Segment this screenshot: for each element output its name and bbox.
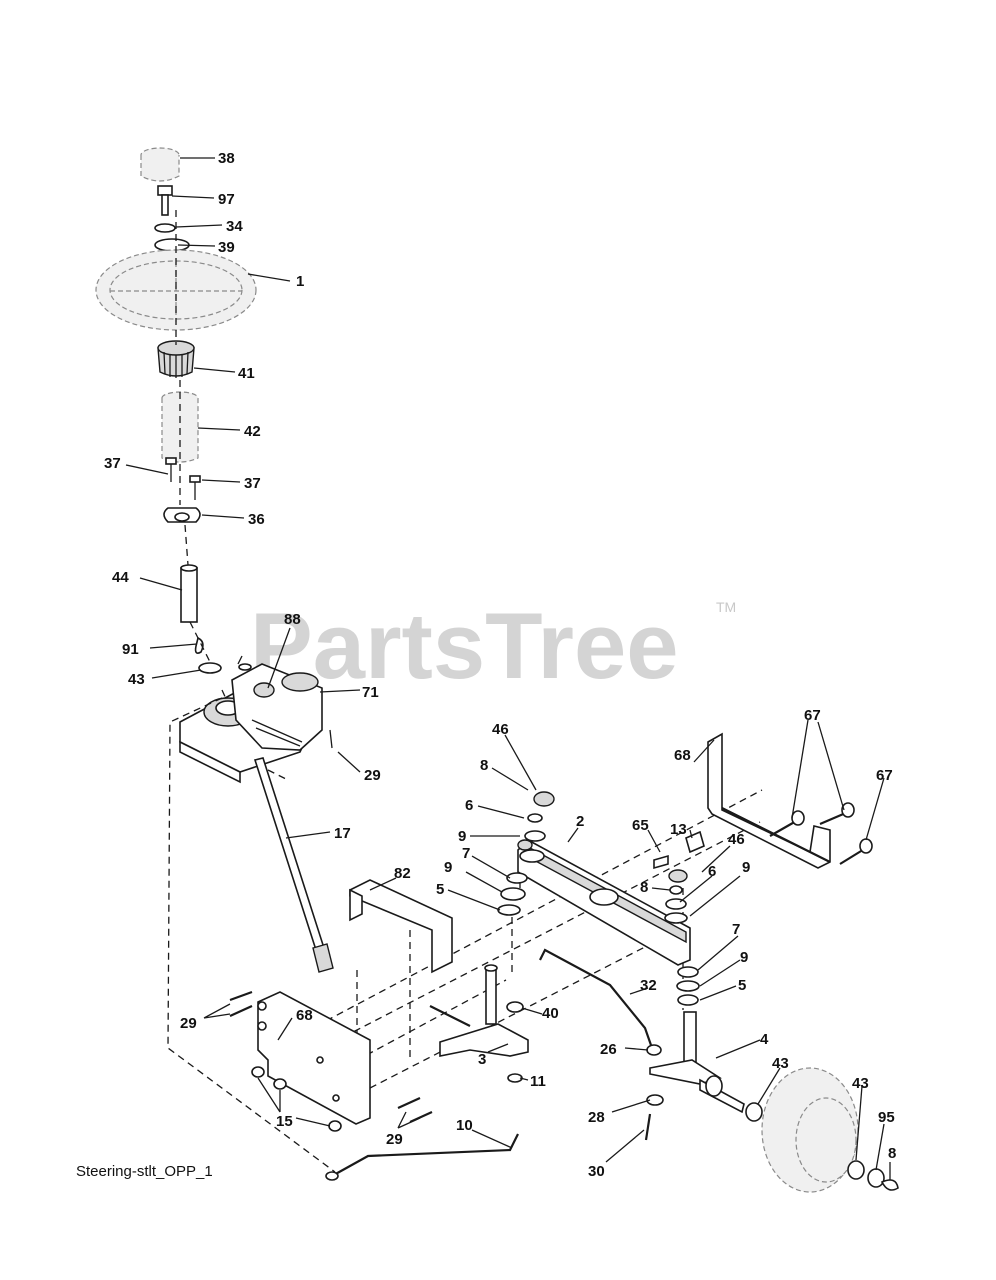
callout-67b: 67 <box>876 767 893 784</box>
bracket-82 <box>349 879 453 974</box>
callout-43a: 43 <box>128 671 145 688</box>
tie-rod-32 <box>539 948 654 1049</box>
callout-7b: 7 <box>732 921 740 938</box>
callout-38: 38 <box>218 150 235 167</box>
callout-43c: 43 <box>852 1075 869 1092</box>
callout-26: 26 <box>600 1041 617 1058</box>
callout-7a: 7 <box>462 845 470 862</box>
frame-outline-dashed <box>167 697 336 1173</box>
callout-5b: 5 <box>738 977 746 994</box>
callout-67a: 67 <box>804 707 821 724</box>
callout-91: 91 <box>122 641 139 658</box>
diagram-caption: Steering-stlt_OPP_1 <box>76 1163 213 1180</box>
callout-9d: 9 <box>740 949 748 966</box>
callout-34: 34 <box>226 218 243 235</box>
callout-5a: 5 <box>436 881 444 898</box>
front-axle-2 <box>517 839 691 966</box>
watermark-text: PartsTree <box>250 593 679 698</box>
callout-41: 41 <box>238 365 255 382</box>
leader-lines <box>125 157 891 1180</box>
callout-36: 36 <box>248 511 265 528</box>
callout-82: 82 <box>394 865 411 882</box>
callout-3: 3 <box>478 1051 486 1068</box>
watermark-trademark: TM <box>716 599 736 615</box>
steering-column-group <box>95 147 257 713</box>
callout-44: 44 <box>112 569 129 586</box>
callout-10: 10 <box>456 1117 473 1134</box>
callout-29b: 29 <box>180 1015 197 1032</box>
callout-9a: 9 <box>458 828 466 845</box>
washer-stacks <box>497 791 705 1006</box>
callout-8c: 8 <box>888 1145 896 1162</box>
callout-1: 1 <box>296 273 304 290</box>
callout-13: 13 <box>670 821 687 838</box>
callout-46a: 46 <box>492 721 509 738</box>
callout-65: 65 <box>632 817 649 834</box>
bracket-68-right <box>707 732 873 869</box>
callout-39: 39 <box>218 239 235 256</box>
callout-28: 28 <box>588 1109 605 1126</box>
callout-43b: 43 <box>772 1055 789 1072</box>
callout-46b: 46 <box>728 831 745 848</box>
callout-11: 11 <box>530 1073 546 1090</box>
callout-6a: 6 <box>465 797 473 814</box>
callout-40: 40 <box>542 1005 559 1022</box>
callout-29a: 29 <box>364 767 381 784</box>
callout-29c: 29 <box>386 1131 403 1148</box>
callout-15: 15 <box>276 1113 293 1130</box>
callout-37a: 37 <box>104 455 121 472</box>
hardware-26-28-30 <box>644 1044 664 1141</box>
callout-88: 88 <box>284 611 301 628</box>
steering-gear-assembly <box>179 655 333 784</box>
callout-68a: 68 <box>674 747 691 764</box>
drag-link-10 <box>325 1133 519 1181</box>
callout-9c: 9 <box>742 859 750 876</box>
callout-95: 95 <box>878 1109 895 1126</box>
callout-8a: 8 <box>480 757 488 774</box>
callout-labels: 38 97 34 39 1 41 42 37 37 36 44 88 91 43… <box>104 150 896 1180</box>
callout-71: 71 <box>362 684 379 701</box>
callout-30: 30 <box>588 1163 605 1180</box>
callout-42: 42 <box>244 423 261 440</box>
callout-4: 4 <box>760 1031 769 1048</box>
front-wheel <box>745 1067 899 1193</box>
steering-shaft <box>253 757 334 973</box>
callout-68b: 68 <box>296 1007 313 1024</box>
callout-97: 97 <box>218 191 235 208</box>
spindle-4 <box>649 1011 745 1114</box>
callout-17: 17 <box>334 825 351 842</box>
callout-2: 2 <box>576 813 584 830</box>
callout-32: 32 <box>640 977 657 994</box>
callout-37b: 37 <box>244 475 261 492</box>
callout-9b: 9 <box>444 859 452 876</box>
bracket-68-left <box>229 990 433 1132</box>
callout-8b: 8 <box>640 879 648 896</box>
callout-6b: 6 <box>708 863 716 880</box>
